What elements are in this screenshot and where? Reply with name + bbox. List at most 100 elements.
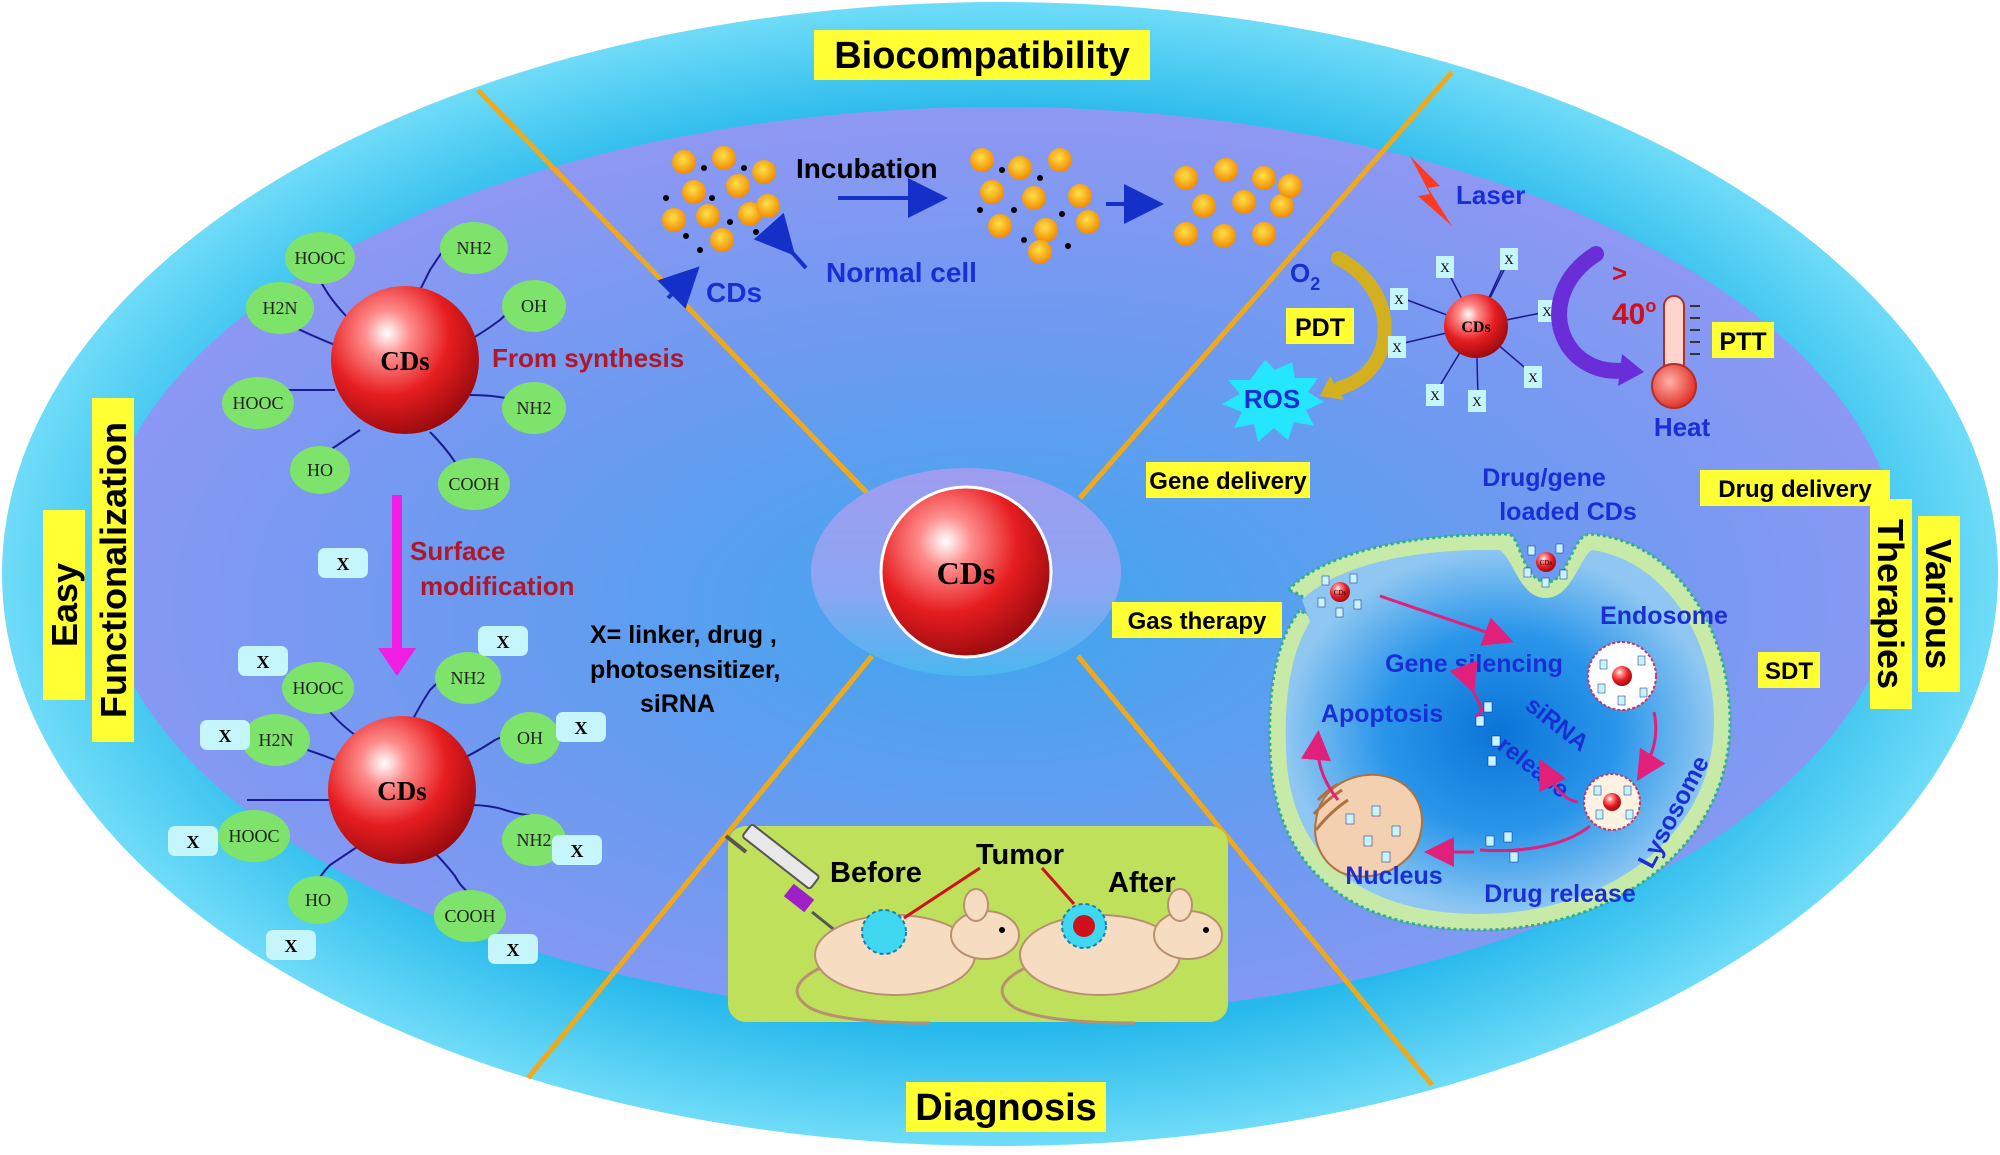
gas-therapy-label: Gas therapy xyxy=(1128,608,1267,635)
cd-bottom-label: CDs xyxy=(377,776,427,806)
functionalization-panel: HOOC NH2 H2N OH HOOC NH2 HO COOH CDs Fro… xyxy=(168,222,780,964)
group-label: NH2 xyxy=(517,398,552,418)
cds-pointer-arrow xyxy=(657,266,700,309)
group-bubble xyxy=(288,876,348,924)
endosome-label: Endosome xyxy=(1600,602,1728,630)
temp-value: 40 xyxy=(1612,298,1645,331)
incubation-label: Incubation xyxy=(796,153,938,184)
group-bubble xyxy=(285,232,355,284)
group-bubble xyxy=(282,662,354,714)
section-bottom-bg xyxy=(906,1082,1106,1132)
o2-symbol: O xyxy=(1290,258,1310,288)
after-label: After xyxy=(1108,867,1176,899)
cell-cluster-2 xyxy=(970,148,1100,264)
nucleus-icon xyxy=(1312,773,1423,878)
x-box-label: X xyxy=(571,841,584,861)
surface-mod-label-2: modification xyxy=(420,571,575,601)
surface-mod-arrow-shaft xyxy=(392,495,402,650)
x-box xyxy=(238,646,288,676)
x-def-line1: X= linker, drug , xyxy=(590,621,777,649)
section-right-line2: Therapies xyxy=(1870,519,1911,689)
ptt-label: PTT xyxy=(1719,328,1766,356)
syringe-icon xyxy=(724,824,843,938)
drug-delivery-label: Drug delivery xyxy=(1718,476,1872,503)
section-right-line1: Various xyxy=(1918,539,1959,669)
from-synthesis-label: From synthesis xyxy=(492,343,684,373)
cd-bottom-groups: HOOC NH2 H2N OH HOOC NH2 HO COOH xyxy=(218,652,566,942)
group-bubble xyxy=(502,814,566,866)
laser-bolt-icon xyxy=(1410,156,1452,226)
section-right-title-2: Therapies xyxy=(1870,499,1912,709)
cell-cluster-3 xyxy=(1174,158,1302,248)
section-left-line1: Easy xyxy=(44,563,85,647)
x-box-label: X xyxy=(285,936,298,956)
x-box xyxy=(168,826,218,856)
free-x-markers xyxy=(1475,701,1519,863)
thermometer-icon xyxy=(1651,295,1700,409)
group-bubble xyxy=(290,446,350,494)
group-label: NH2 xyxy=(457,238,492,258)
group-label: HO xyxy=(307,460,333,480)
sdt-label: SDT xyxy=(1765,658,1813,685)
group-label: H2N xyxy=(263,298,298,318)
x-box xyxy=(556,712,606,742)
x-box xyxy=(552,835,602,865)
greater-than-label: > xyxy=(1612,258,1627,288)
cd-bottom-sphere xyxy=(328,716,476,864)
temp-label: 40o xyxy=(1612,296,1656,331)
tumor-before-marker xyxy=(861,909,907,955)
group-label: NH2 xyxy=(451,668,486,688)
group-bubble xyxy=(242,714,310,766)
section-top-title: Biocompatibility xyxy=(834,35,1130,77)
group-label: HOOC xyxy=(294,248,345,268)
cds-bio-label: CDs xyxy=(706,277,762,308)
gene-silencing-label: Gene silencing xyxy=(1385,650,1563,678)
group-label: COOH xyxy=(444,906,495,926)
svg-text:X: X xyxy=(1528,370,1538,385)
svg-text:X: X xyxy=(1542,304,1552,319)
mouse-before-icon xyxy=(795,888,1020,1025)
gene-delivery-bg xyxy=(1146,462,1310,498)
group-bubble xyxy=(435,652,501,704)
ros-burst-icon xyxy=(1222,360,1324,442)
cd-top-sphere xyxy=(331,286,479,434)
group-bubble xyxy=(438,458,510,510)
svg-text:X: X xyxy=(1440,260,1450,275)
gas-therapy-bg xyxy=(1112,602,1282,638)
x-marker-box xyxy=(318,548,368,578)
center-cd-sphere xyxy=(879,485,1053,659)
diagnosis-panel: Before Tumor After xyxy=(724,824,1228,1025)
x-box xyxy=(488,934,538,964)
nucleus-label: Nucleus xyxy=(1345,862,1442,890)
tumor-arrow-after xyxy=(1040,867,1076,905)
cd-top-label: CDs xyxy=(380,346,430,376)
x-def-line3: siRNA xyxy=(640,690,715,718)
x-box-label: X xyxy=(497,632,510,652)
drug-gene-line1: Drug/gene xyxy=(1482,464,1606,492)
cd-top-groups: HOOC NH2 H2N OH HOOC NH2 HO COOH xyxy=(222,222,566,510)
group-label: COOH xyxy=(448,474,499,494)
svg-text:X: X xyxy=(1394,292,1404,307)
section-left-title-2: Functionalization xyxy=(92,398,134,742)
sdt-bg xyxy=(1758,652,1820,688)
section-bottom-title: Diagnosis xyxy=(915,1087,1097,1129)
o2-label: O2 xyxy=(1290,258,1320,294)
incoming-cd-left: CDs xyxy=(1317,573,1362,618)
svg-text:X: X xyxy=(1392,340,1402,355)
group-label: OH xyxy=(521,296,547,316)
group-bubble xyxy=(434,890,506,942)
drug-gene-line2: loaded CDs xyxy=(1499,498,1637,526)
x-box xyxy=(478,626,528,656)
x-marker-label: X xyxy=(337,554,350,574)
group-bubble xyxy=(502,280,566,332)
small-cd-label: CDs xyxy=(1540,559,1553,567)
group-label: HOOC xyxy=(292,678,343,698)
group-bubble xyxy=(246,282,314,334)
surface-mod-label-1: Surface xyxy=(410,536,505,566)
group-bubble xyxy=(500,712,560,764)
x-box xyxy=(200,720,250,750)
x-box-label: X xyxy=(187,832,200,852)
tumor-arrow-before xyxy=(903,866,981,920)
group-label: NH2 xyxy=(517,830,552,850)
svg-text:X: X xyxy=(1504,252,1514,267)
